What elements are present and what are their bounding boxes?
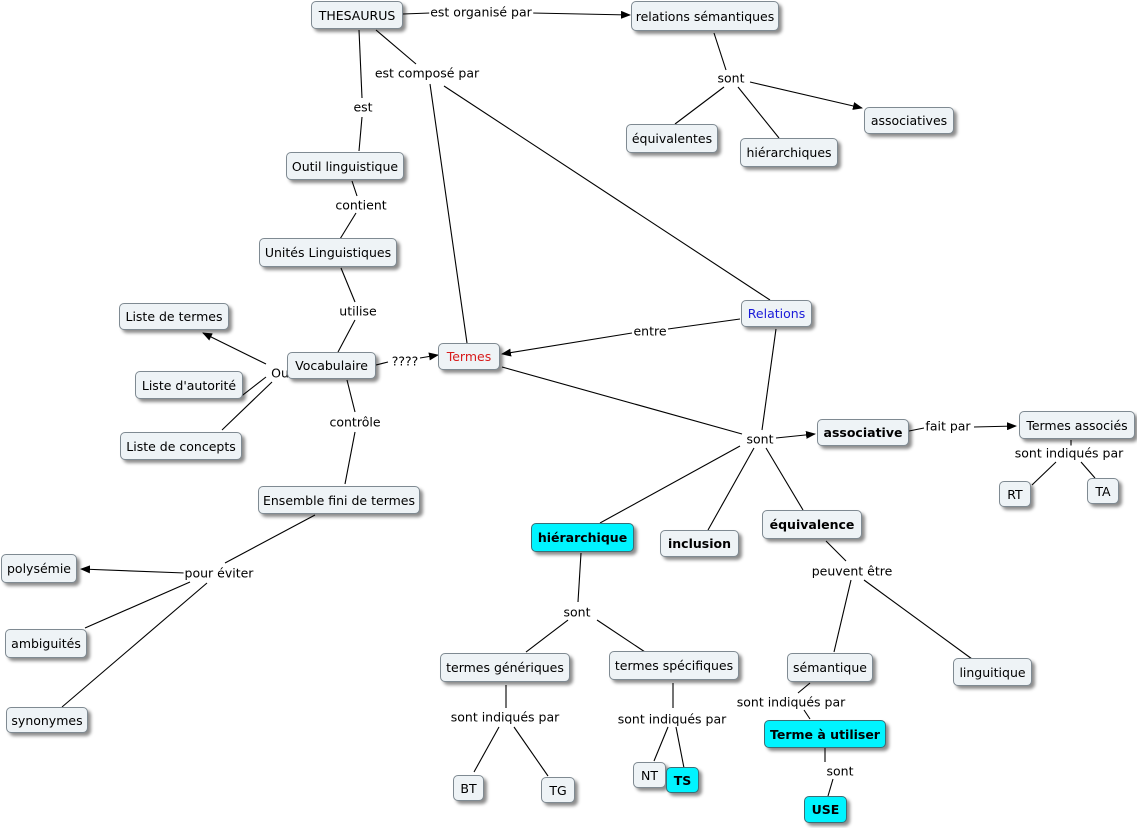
node-vocabulaire[interactable]: Vocabulaire: [287, 352, 376, 379]
node-linguitique[interactable]: linguitique: [953, 658, 1032, 686]
link-sont-use: sont: [825, 763, 855, 779]
node-outil-linguistique[interactable]: Outil linguistique: [286, 152, 404, 180]
link-sont-indiques-par-assoc: sont indiqués par: [1013, 445, 1125, 461]
node-liste-de-termes[interactable]: Liste de termes: [119, 303, 229, 330]
node-ta[interactable]: TA: [1087, 478, 1119, 504]
link-sont-indiques-par-specifiques: sont indiqués par: [616, 711, 728, 727]
node-liste-de-concepts[interactable]: Liste de concepts: [120, 432, 242, 460]
link-fait-par: fait par: [924, 418, 972, 434]
node-termes-specifiques[interactable]: termes spécifiques: [609, 651, 739, 680]
link-sont-hierarchique: sont: [562, 604, 592, 620]
link-sont-indiques-par-generiques: sont indiqués par: [449, 709, 561, 725]
node-hierarchique[interactable]: hiérarchique: [531, 523, 634, 552]
node-use[interactable]: USE: [804, 796, 847, 823]
node-associatives[interactable]: associatives: [864, 107, 954, 134]
node-hierarchiques[interactable]: hiérarchiques: [740, 138, 838, 167]
node-synonymes[interactable]: synonymes: [6, 707, 88, 733]
node-unites-linguistiques[interactable]: Unités Linguistiques: [259, 238, 397, 267]
node-ambiguites[interactable]: ambiguités: [5, 629, 87, 658]
link-est: est: [352, 99, 374, 115]
link-entre: entre: [632, 323, 668, 339]
node-thesaurus[interactable]: THESAURUS: [311, 1, 403, 29]
link-est-compose-par: est composé par: [373, 65, 481, 81]
node-termes-associes[interactable]: Termes associés: [1019, 411, 1135, 439]
node-ensemble-fini-de-termes[interactable]: Ensemble fini de termes: [258, 486, 420, 514]
node-ts[interactable]: TS: [666, 767, 699, 793]
link-est-organise-par: est organisé par: [429, 4, 533, 20]
node-termes[interactable]: Termes: [438, 343, 500, 370]
node-terme-a-utiliser[interactable]: Terme à utiliser: [764, 720, 886, 748]
link-sont-types: sont: [745, 431, 775, 447]
node-polysemie[interactable]: polysémie: [1, 554, 77, 583]
link-sont-relations: sont: [716, 70, 746, 86]
node-nt[interactable]: NT: [633, 762, 666, 788]
node-associative[interactable]: associative: [817, 419, 909, 446]
link-question-marks: ????: [390, 353, 420, 369]
link-sont-indiques-par-semantique: sont indiqués par: [735, 694, 847, 710]
node-equivalentes[interactable]: équivalentes: [626, 124, 718, 153]
link-peuvent-etre: peuvent être: [810, 563, 894, 579]
node-termes-generiques[interactable]: termes génériques: [440, 653, 570, 682]
node-bt[interactable]: BT: [453, 775, 484, 801]
node-relations-semantiques[interactable]: relations sémantiques: [631, 1, 779, 31]
node-tg[interactable]: TG: [541, 777, 575, 803]
node-relations[interactable]: Relations: [741, 300, 812, 327]
node-semantique[interactable]: sémantique: [787, 653, 873, 682]
link-utilise: utilise: [338, 303, 378, 319]
link-contient: contient: [334, 197, 388, 213]
link-ou: Ou: [270, 365, 290, 381]
link-controle: contrôle: [328, 414, 382, 430]
node-liste-autorite[interactable]: Liste d'autorité: [135, 371, 243, 399]
node-inclusion[interactable]: inclusion: [660, 530, 739, 557]
node-equivalence[interactable]: équivalence: [762, 510, 862, 539]
node-rt[interactable]: RT: [999, 481, 1031, 507]
link-pour-eviter: pour éviter: [183, 565, 255, 581]
